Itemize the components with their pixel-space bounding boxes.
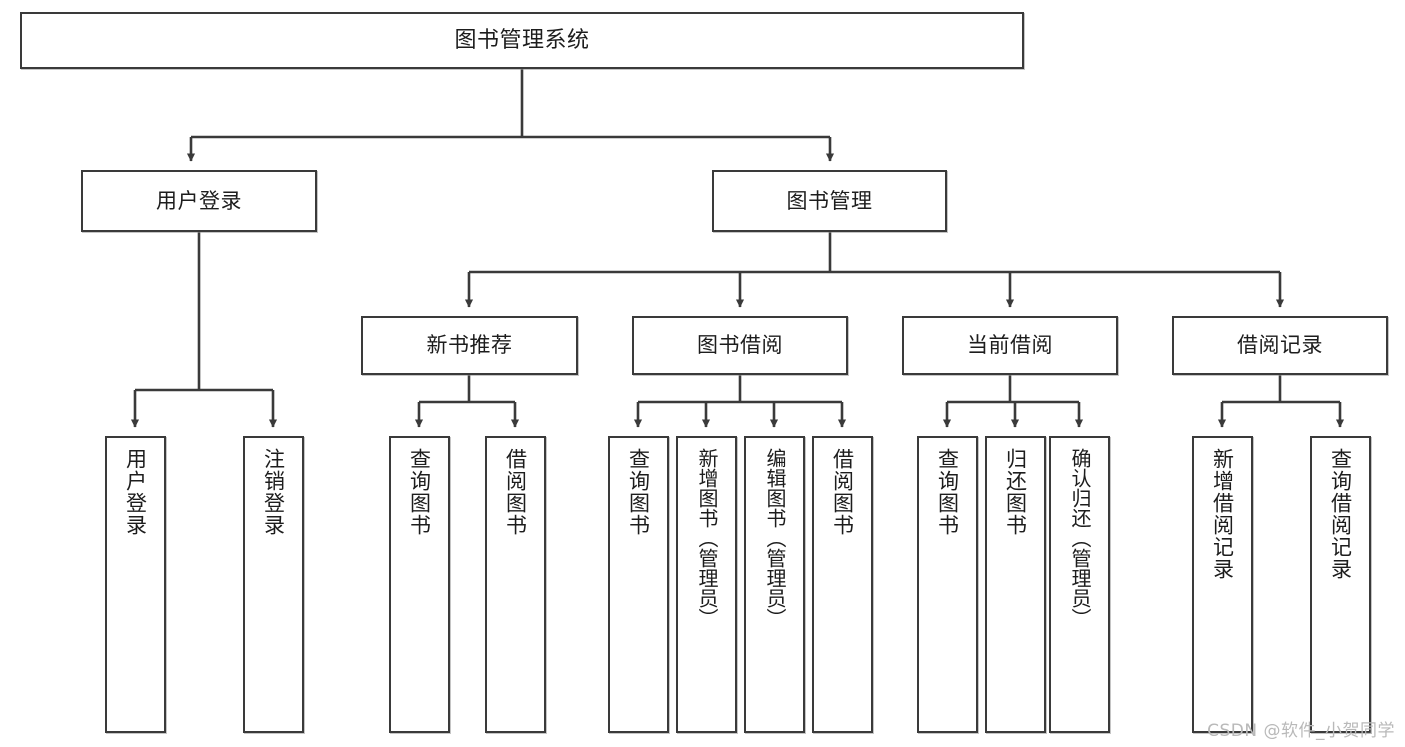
leaf-query-borrowing-record[interactable]: 查询借阅记录 (1310, 436, 1371, 733)
leaf-borrow-books-borrowing[interactable]: 借阅图书 (812, 436, 873, 733)
node-label: 图书管理系统 (454, 27, 590, 53)
node-label: 查询图书 (626, 448, 651, 536)
leaf-add-book-admin[interactable]: 新增图书（管理员） (676, 436, 737, 733)
leaf-query-books-newbook[interactable]: 查询图书 (389, 436, 450, 733)
node-book-borrowing[interactable]: 图书借阅 (632, 316, 848, 375)
node-label: 借阅记录 (1237, 333, 1323, 358)
node-label: 借阅图书 (830, 448, 855, 536)
node-label: 新增借阅记录 (1210, 448, 1235, 580)
node-root-book-management-system[interactable]: 图书管理系统 (20, 12, 1024, 69)
node-label: 注销登录 (261, 448, 286, 536)
node-book-management[interactable]: 图书管理 (712, 170, 947, 232)
node-label: 归还图书 (1003, 448, 1028, 536)
node-label: 查询图书 (935, 448, 960, 536)
node-user-login[interactable]: 用户登录 (81, 170, 317, 232)
leaf-confirm-return-admin[interactable]: 确认归还（管理员） (1049, 436, 1110, 733)
node-label: 新书推荐 (426, 333, 513, 358)
node-label: 查询图书 (407, 448, 432, 536)
node-label: 图书借阅 (697, 333, 783, 358)
leaf-borrow-books-newbook[interactable]: 借阅图书 (485, 436, 546, 733)
node-label: 用户登录 (123, 448, 148, 536)
leaf-query-books-current[interactable]: 查询图书 (917, 436, 978, 733)
leaf-user-login[interactable]: 用户登录 (105, 436, 166, 733)
leaf-return-books[interactable]: 归还图书 (985, 436, 1046, 733)
node-label: 查询借阅记录 (1328, 448, 1353, 580)
leaf-add-borrowing-record[interactable]: 新增借阅记录 (1192, 436, 1253, 733)
node-new-book-recommendation[interactable]: 新书推荐 (361, 316, 578, 375)
node-label: 确认归还（管理员） (1068, 448, 1092, 628)
node-label: 借阅图书 (503, 448, 528, 536)
node-label: 图书管理 (786, 188, 873, 213)
node-label: 新增图书（管理员） (695, 448, 719, 628)
node-borrowing-record[interactable]: 借阅记录 (1172, 316, 1388, 375)
leaf-edit-book-admin[interactable]: 编辑图书（管理员） (744, 436, 805, 733)
leaf-query-books-borrowing[interactable]: 查询图书 (608, 436, 669, 733)
node-label: 用户登录 (156, 188, 242, 213)
watermark-text: CSDN @软件_小贺同学 (1207, 721, 1395, 741)
node-current-borrowing[interactable]: 当前借阅 (902, 316, 1118, 375)
node-label: 当前借阅 (967, 333, 1053, 358)
leaf-user-logout[interactable]: 注销登录 (243, 436, 304, 733)
node-label: 编辑图书（管理员） (763, 448, 787, 628)
